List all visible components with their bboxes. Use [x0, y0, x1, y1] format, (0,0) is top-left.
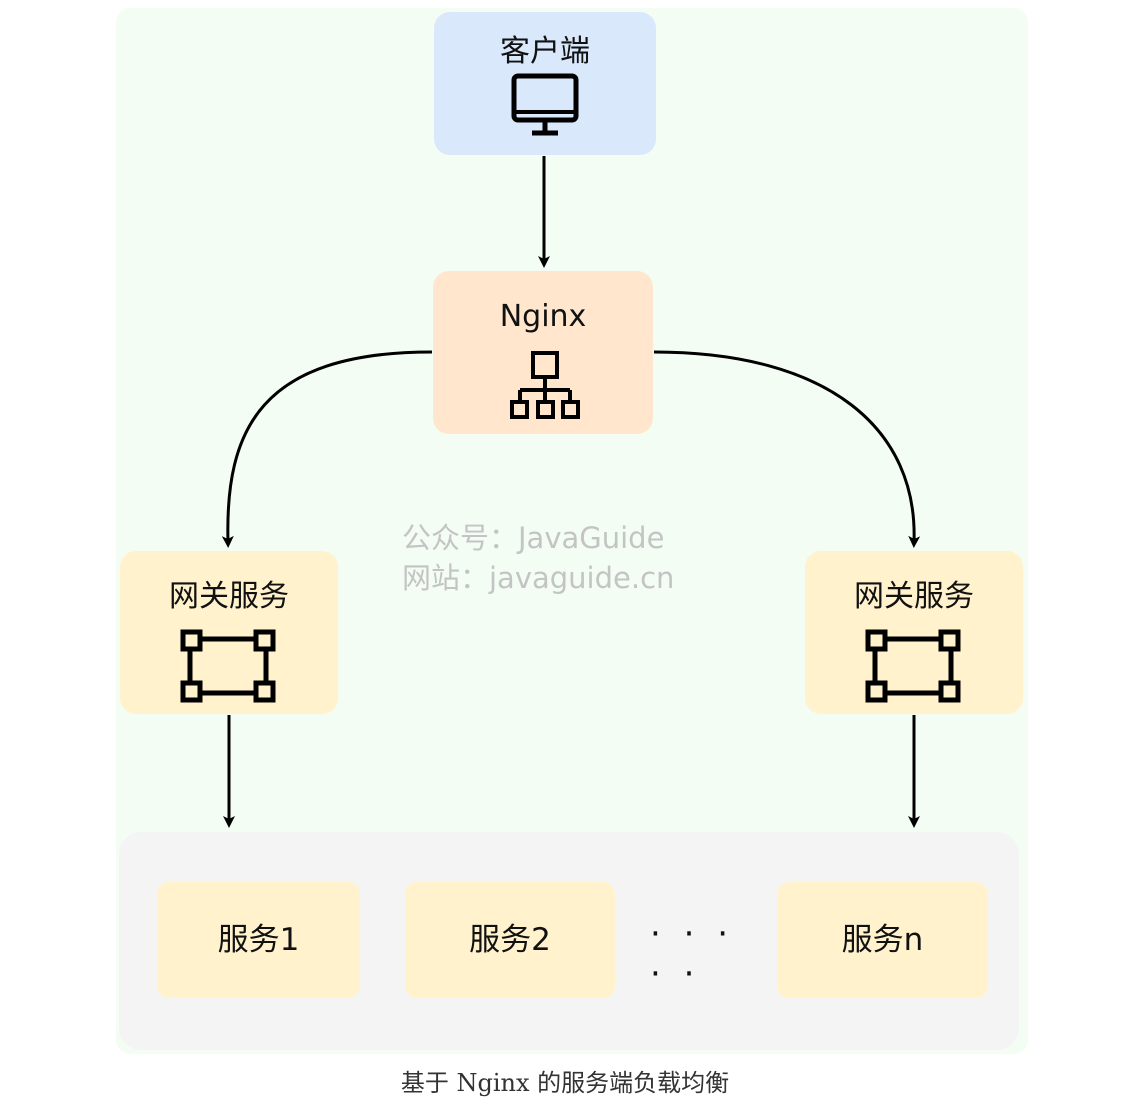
frame-icon: [180, 629, 276, 703]
gateway-right-label: 网关服务: [854, 579, 974, 614]
client-label: 客户端: [500, 34, 590, 69]
services-ellipsis: · · · · ·: [650, 914, 735, 994]
watermark-wechat: 公众号：JavaGuide: [402, 521, 665, 555]
service-node-n: 服务n: [777, 882, 988, 998]
sitemap-icon: [510, 351, 580, 419]
watermark-website: 网站：javaguide.cn: [402, 561, 675, 595]
service-node-2: 服务2: [405, 882, 615, 998]
gateway-node-left: 网关服务: [120, 551, 338, 714]
gateway-node-right: 网关服务: [805, 551, 1023, 714]
nginx-label: Nginx: [499, 299, 587, 334]
figure-caption: 基于 Nginx 的服务端负载均衡: [400, 1069, 730, 1097]
gateway-left-label: 网关服务: [169, 579, 289, 614]
service-node-1: 服务1: [157, 882, 360, 998]
monitor-icon: [511, 73, 579, 136]
frame-icon: [865, 629, 961, 703]
